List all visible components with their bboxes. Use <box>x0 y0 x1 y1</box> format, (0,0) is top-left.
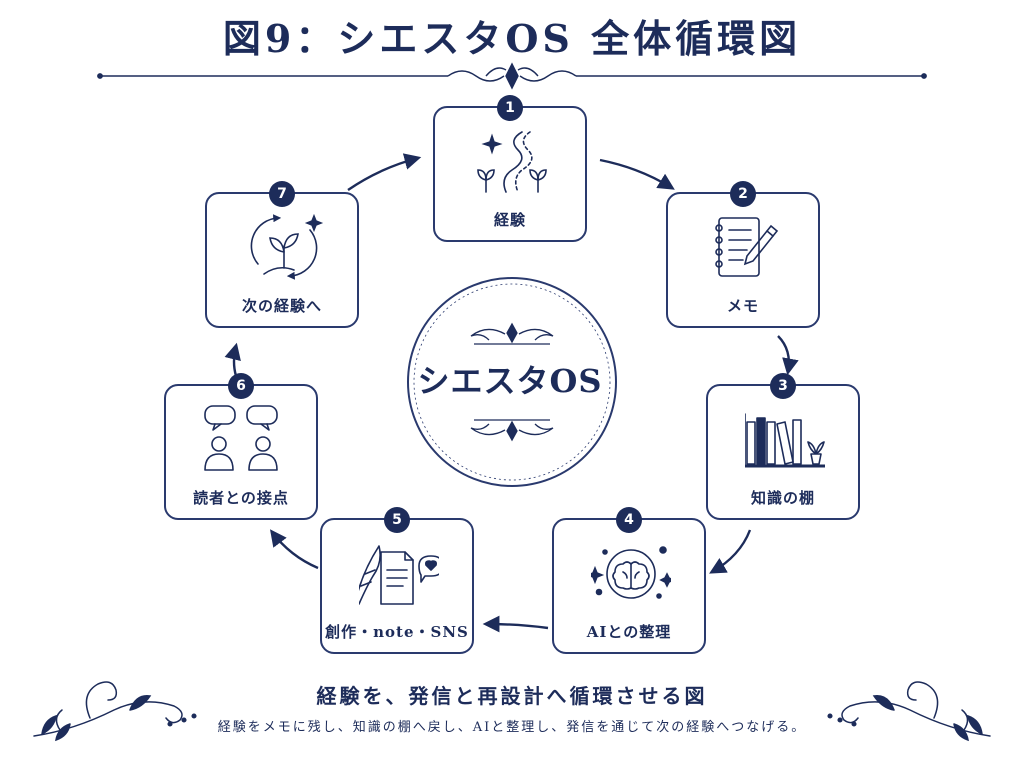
node-creation-note-sns: 5 創作・note・SNS <box>320 507 474 654</box>
arrow-2-to-3 <box>777 335 799 376</box>
footer-heading: 経験を、発信と再設計へ循環させる図 <box>316 684 708 708</box>
node-knowledge-shelf: 3 知識の棚 <box>706 373 860 520</box>
readers-chat-icon <box>204 405 278 471</box>
node-reader-touchpoint: 6 読者との接点 <box>164 373 318 520</box>
arrow-4-to-5 <box>482 615 549 633</box>
node-number-badge: 6 <box>228 373 254 399</box>
footer-description: 経験をメモに残し、知識の棚へ戻し、AIと整理し、発信を通じて次の経験へつなげる。 <box>217 720 807 735</box>
cycle-sprout-icon <box>250 213 324 280</box>
node-label: 創作・note・SNS <box>325 623 469 641</box>
node-label: 次の経験へ <box>241 297 322 315</box>
title-ornament <box>97 62 927 90</box>
node-memo: 2 メモ <box>666 181 820 328</box>
node-number-badge: 1 <box>497 95 523 121</box>
center-circle <box>407 277 617 487</box>
node-number-badge: 2 <box>730 181 756 207</box>
node-label: 知識の棚 <box>750 489 815 507</box>
arrow-7-to-1 <box>347 153 422 191</box>
arrow-6-to-7 <box>224 342 241 377</box>
node-number-badge: 3 <box>770 373 796 399</box>
node-number-badge: 5 <box>384 507 410 533</box>
right-floral-ornament <box>827 681 991 742</box>
ai-brain-icon <box>591 546 671 599</box>
quill-document-heart-icon <box>359 545 439 605</box>
arrow-3-to-4 <box>709 529 752 574</box>
path-sprout-icon <box>477 131 547 193</box>
node-label: AIとの整理 <box>586 623 672 641</box>
left-floral-ornament <box>33 681 197 742</box>
center-label: シエスタOS <box>417 362 603 400</box>
notebook-pencil-icon <box>715 217 779 277</box>
node-number-badge: 4 <box>616 507 642 533</box>
arrow-5-to-6 <box>269 529 319 570</box>
arrow-1-to-2 <box>599 158 675 190</box>
node-label: 読者との接点 <box>193 489 289 507</box>
node-experience: 1 経験 <box>433 95 587 242</box>
node-label: メモ <box>726 297 759 315</box>
page-title: 図9：シエスタOS 全体循環図 <box>222 16 802 61</box>
node-number-badge: 7 <box>269 181 295 207</box>
node-ai-organize: 4 AIとの整理 <box>552 507 706 654</box>
bookshelf-icon <box>745 413 825 468</box>
node-label: 経験 <box>493 211 526 229</box>
node-next-experience: 7 次の経験へ <box>205 181 359 328</box>
